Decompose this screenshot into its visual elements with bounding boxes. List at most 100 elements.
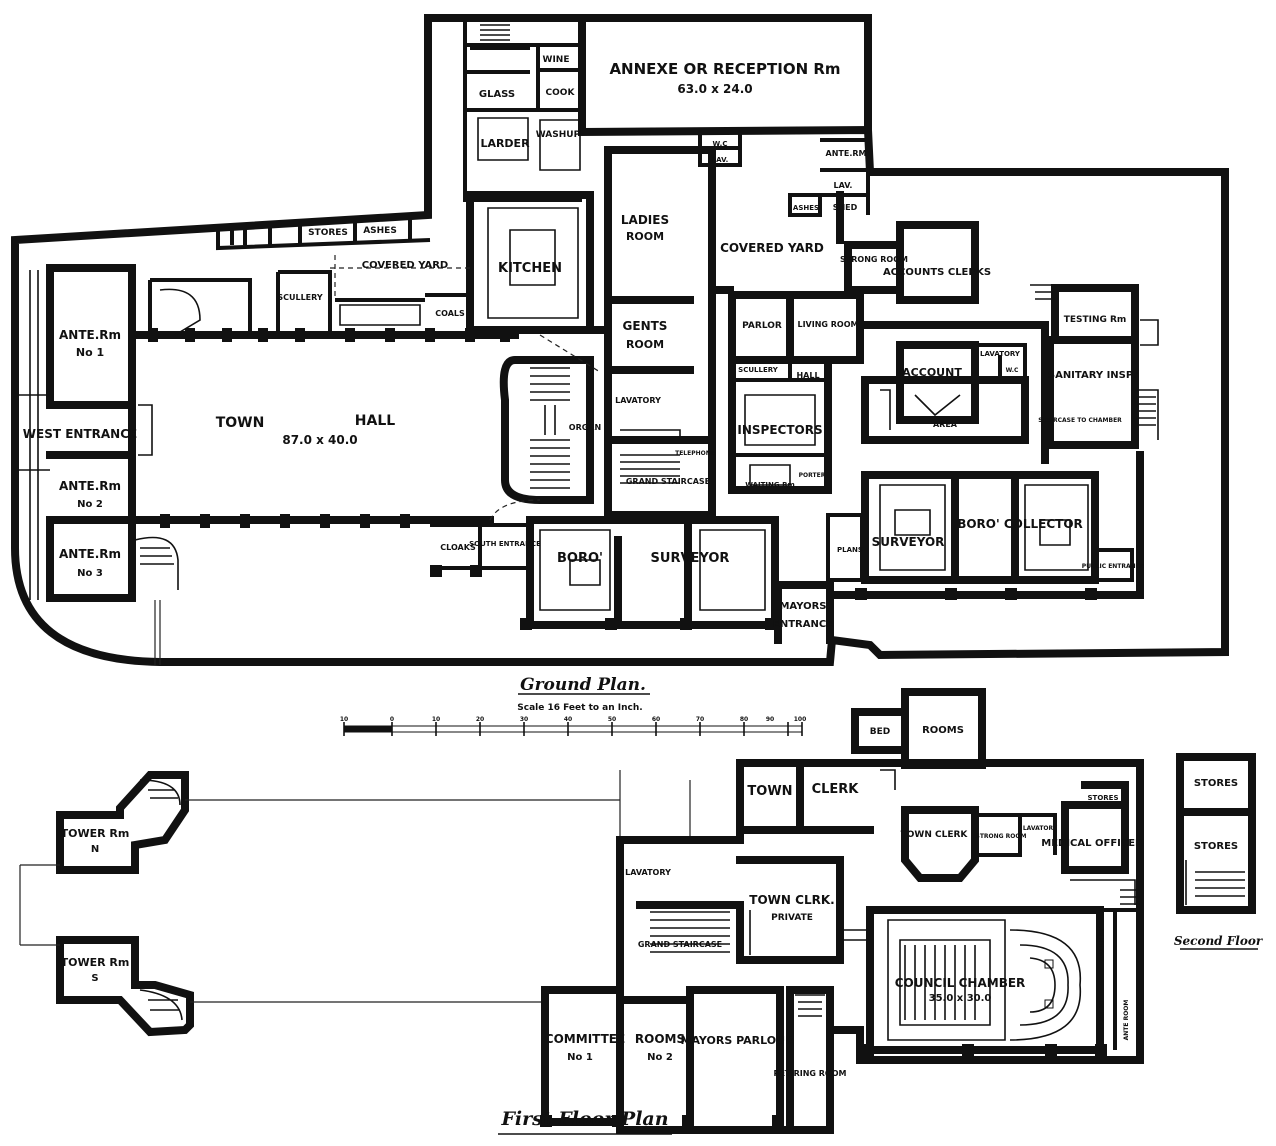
scale-tick-6: 50: [608, 716, 616, 723]
label-ante-rm: ANTE.RM: [826, 149, 867, 158]
scale-tick-4: 30: [520, 716, 528, 723]
ground-plan-title: Ground Plan.: [520, 675, 646, 695]
label-parlor: PARLOR: [742, 321, 782, 331]
label-covered-yard-right: COVERED YARD: [720, 241, 824, 255]
label-ff-private: PRIVATE: [771, 913, 813, 923]
label-ashes: ASHES: [363, 226, 397, 236]
label-porter: PORTER: [799, 472, 826, 479]
label-testing-rm: TESTING Rm: [1064, 315, 1127, 325]
label-tower-s: TOWER Rm: [61, 956, 130, 969]
label-coals: COALS: [435, 309, 465, 318]
label-scullery: SCULLERY: [277, 293, 323, 302]
label-ff-grand-staircase: GRAND STAIRCASE: [638, 940, 722, 949]
label-no-2: No 2: [77, 499, 103, 510]
label-washup: WASHUP: [536, 130, 581, 140]
label-gents: GENTS: [623, 319, 668, 333]
label-staircase-to-chamber: STAIRCASE TO CHAMBER: [1038, 417, 1122, 424]
label-ff-town-clrk: TOWN CLRK.: [749, 893, 834, 907]
scale-tick-5: 40: [564, 716, 572, 723]
label-ff-stores: STORES: [1088, 794, 1119, 802]
label-no-1: No 1: [76, 346, 104, 359]
label-ff-rooms: ROOMS: [922, 725, 964, 736]
label-ff-lavatory-r: LAVATORY: [1023, 825, 1058, 832]
label-sf-stores-a: STORES: [1194, 778, 1238, 789]
label-ff-bed: BED: [870, 727, 890, 737]
label-west-entrance: WEST ENTRANCE: [23, 427, 137, 441]
label-accounts-clerks: ACCOUNTS CLERKS: [883, 267, 991, 278]
scale-tick-2: 10: [432, 716, 440, 723]
label-no-3: No 3: [77, 568, 103, 579]
second-floor-plan: STORES STORES Second Floor: [1174, 753, 1264, 950]
ground-plan-labels: ANNEXE OR RECEPTION Rm 63.0 x 24.0 WINE …: [23, 55, 1144, 630]
ground-plan-caption: Ground Plan. Scale 16 Feet to an Inch. 1…: [340, 675, 806, 736]
label-mayors: MAYORS: [779, 601, 826, 612]
label-ff-mayors-parlour: MAYORS PARLOUR: [681, 1034, 794, 1047]
label-hall: HALL: [355, 413, 395, 429]
label-living-room: LIVING ROOM: [797, 320, 858, 329]
label-lavatory: LAVATORY: [615, 396, 661, 405]
label-cook: COOK: [546, 88, 576, 98]
label-ante-rm-1: ANTE.Rm: [59, 328, 121, 342]
label-organ: ORGAN: [569, 423, 601, 432]
ground-piers: [148, 328, 1097, 630]
label-hall2: HALL: [796, 371, 819, 380]
label-ashes2: ASHES: [793, 204, 819, 212]
label-ff-no-2: No 2: [647, 1052, 673, 1063]
scale-tick-9: 80: [740, 716, 748, 723]
label-ante-rm-2: ANTE.Rm: [59, 479, 121, 493]
label-ff-gallery: GALLERY: [1098, 927, 1106, 963]
label-south-entrance: SOUTH ENTRANCE: [469, 540, 541, 548]
label-town: TOWN: [216, 415, 265, 431]
label-strong-room: STRONG ROOM: [840, 255, 908, 264]
council-seats: [899, 929, 1082, 1041]
label-waiting-rm: WAITING Rm: [745, 481, 795, 489]
label-public-entrance: PUBLIC ENTRANCE: [1082, 563, 1144, 570]
second-floor-walls: [1176, 753, 1256, 914]
label-tower-n-letter: N: [91, 844, 99, 855]
tower-s-walls: [56, 936, 194, 1037]
label-ff-rooms2: ROOMS: [635, 1032, 685, 1046]
scale-tick-10: 90: [766, 716, 774, 723]
label-boro-collector: BORO' COLLECTOR: [957, 517, 1083, 531]
label-surveyor: SURVEYOR: [651, 551, 730, 566]
label-ff-clerk: CLERK: [812, 782, 860, 797]
label-annexe: ANNEXE OR RECEPTION Rm: [609, 60, 840, 78]
label-ff-medical: MEDICAL OFFICER: [1041, 838, 1143, 849]
label-ff-lavatory: LAVATORY: [625, 868, 671, 877]
scale-tick-7: 60: [652, 716, 660, 723]
label-ante-rm-3: ANTE.Rm: [59, 547, 121, 561]
scale-tick-0: 10: [340, 716, 348, 723]
label-glass: GLASS: [479, 89, 515, 100]
first-floor-plan: [19, 688, 1144, 1134]
label-stores: STORES: [308, 228, 348, 238]
label-wc2: W.C: [1006, 367, 1019, 374]
town-hall-walls: [128, 331, 519, 524]
label-kitchen: KITCHEN: [498, 261, 562, 276]
label-telephone: TELEPHONE: [675, 450, 715, 457]
label-boro: BORO': [557, 551, 603, 566]
first-floor-title: First Floor Plan: [500, 1108, 668, 1130]
label-ladies: LADIES: [621, 213, 669, 227]
label-surveyor-r: SURVEYOR: [872, 535, 945, 549]
label-account: ACCOUNT: [902, 366, 962, 379]
label-ladies-room: ROOM: [626, 230, 664, 243]
scale-bar: 10 0 10 20 30 40 50 60 70 80 90 100: [340, 716, 806, 736]
label-wine: WINE: [543, 55, 570, 65]
label-ff-town: TOWN: [747, 784, 792, 799]
label-ff-retiring-room: RETIRING ROOM: [774, 1069, 847, 1078]
label-sanitary: SANITARY INSPr: [1048, 370, 1138, 381]
label-larder: LARDER: [480, 137, 530, 150]
label-area: AREA: [933, 420, 958, 429]
ground-outer-wall: [11, 14, 1229, 666]
label-ff-public: PUBLIC: [1098, 1001, 1106, 1029]
label-ff-council: COUNCIL CHAMBER: [895, 976, 1026, 990]
scale-tick-3: 20: [476, 716, 484, 723]
label-inspectors: INSPECTORS: [737, 423, 822, 437]
label-ff-town-clerk: TOWN CLERK: [901, 830, 969, 840]
label-ff-strong-room: STRONG ROOM: [976, 833, 1027, 840]
label-ff-no-1: No 1: [567, 1052, 593, 1063]
label-covered-yard-left: COVERED YARD: [362, 260, 448, 271]
label-ff-council-dims: 35.0 x 30.0: [929, 993, 992, 1004]
ground-plan: [11, 14, 1229, 666]
